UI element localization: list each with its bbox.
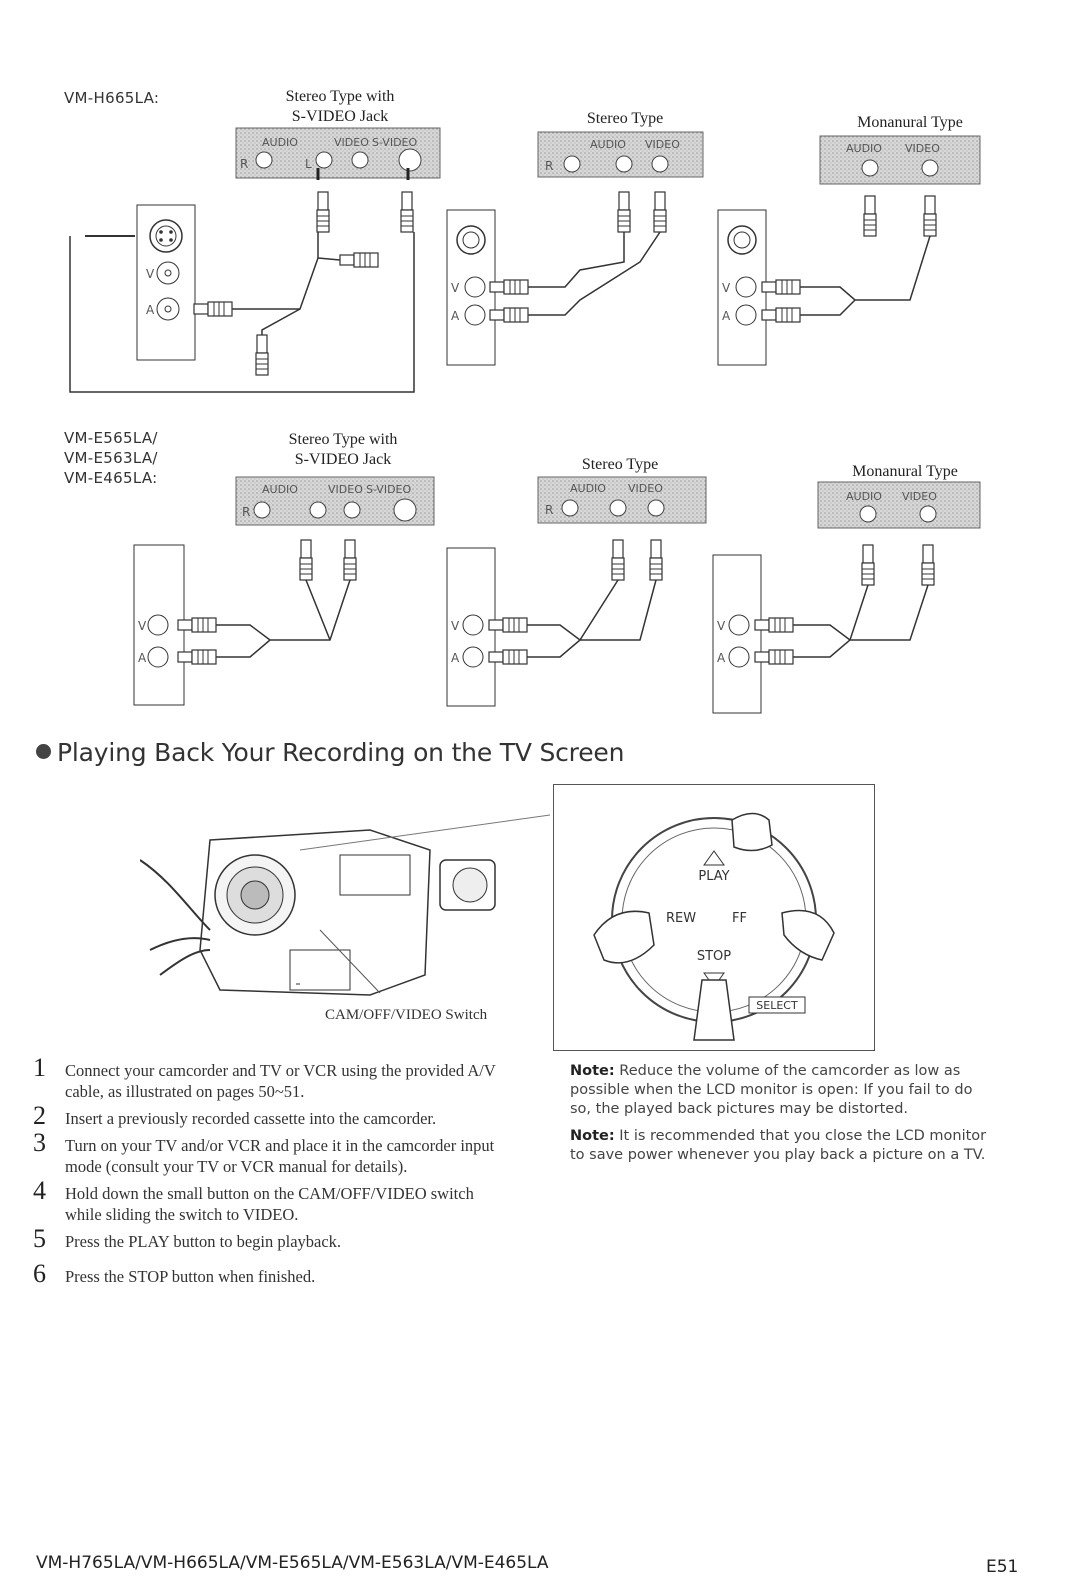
title-stereo-bottom: Stereo Type — [581, 456, 659, 473]
section-heading: Playing Back Your Recording on the TV Sc… — [36, 738, 624, 767]
title-stereo-svideo-top: Stereo Type with S-VIDEO Jack — [285, 88, 395, 125]
svg-text:V: V — [451, 281, 460, 295]
model-line-2: VM-E563LA/ — [64, 449, 158, 467]
model-line-1: VM-E565LA/ — [64, 429, 158, 447]
tv-jack-panel — [537, 476, 707, 524]
notes: Note: Reduce the volume of the camcorder… — [570, 1062, 995, 1173]
model-line-3: VM-E465LA: — [64, 469, 158, 487]
connection-diagrams: AUDIO VIDEO S-VIDEO R L V A AUDIO VIDEO … — [69, 127, 981, 714]
svg-text:STOP: STOP — [697, 949, 731, 964]
svg-text:AUDIO: AUDIO — [590, 138, 626, 151]
svg-text:VIDEO: VIDEO — [905, 142, 940, 155]
svg-text:A: A — [717, 651, 726, 665]
svg-text:S-VIDEO: S-VIDEO — [372, 136, 417, 149]
switch-label: CAM/OFF/VIDEO Switch — [325, 1007, 488, 1023]
svg-text:V: V — [451, 619, 460, 633]
svg-text:A: A — [451, 309, 460, 323]
svg-text:SELECT: SELECT — [756, 999, 798, 1012]
note-power: Note: It is recommended that you close t… — [570, 1128, 987, 1163]
svg-text:VIDEO: VIDEO — [328, 483, 363, 496]
svg-text:AUDIO: AUDIO — [846, 490, 882, 503]
svg-text:AUDIO: AUDIO — [570, 482, 606, 495]
svg-text:PLAY: PLAY — [698, 869, 729, 884]
title-monaural-bottom: Monanural Type — [852, 463, 958, 480]
svg-text:FF: FF — [732, 911, 747, 926]
svg-text:VIDEO: VIDEO — [334, 136, 369, 149]
svg-text:R: R — [545, 503, 553, 517]
svg-text:S-VIDEO: S-VIDEO — [366, 483, 411, 496]
title-stereo-top: Stereo Type — [586, 110, 664, 127]
svg-text:AUDIO: AUDIO — [846, 142, 882, 155]
camcorder-illustration — [140, 814, 551, 996]
bullet-icon — [36, 744, 51, 759]
svg-text:AUDIO: AUDIO — [262, 136, 298, 149]
svg-text:A: A — [451, 651, 460, 665]
svg-text:R: R — [242, 505, 250, 519]
control-dial: PLAY REW FF STOP SELECT — [593, 812, 835, 1041]
svg-text:A: A — [138, 651, 147, 665]
model-label-top: VM-H665LA: — [64, 89, 160, 107]
svg-text:VIDEO: VIDEO — [628, 482, 663, 495]
svg-text:AUDIO: AUDIO — [262, 483, 298, 496]
svg-text:V: V — [138, 619, 147, 633]
svg-text:V: V — [722, 281, 731, 295]
page-number: E51 — [986, 1557, 1019, 1577]
tv-jack-panel — [819, 135, 981, 185]
model-label-bottom: VM-E565LA/ VM-E563LA/ VM-E465LA: — [64, 428, 158, 488]
svg-text:R: R — [545, 159, 553, 173]
note-volume: Note: Reduce the volume of the camcorder… — [570, 1063, 973, 1117]
svg-text:A: A — [146, 303, 155, 317]
title-stereo-svideo-bottom: Stereo Type with S-VIDEO Jack — [288, 431, 398, 468]
svg-text:R: R — [240, 157, 248, 171]
title-monaural-top: Monanural Type — [857, 114, 963, 131]
svg-text:L: L — [305, 157, 312, 171]
svg-text:V: V — [146, 267, 155, 281]
svg-text:V: V — [717, 619, 726, 633]
tv-jack-panel — [817, 481, 981, 529]
svg-text:VIDEO: VIDEO — [902, 490, 937, 503]
svg-text:VIDEO: VIDEO — [645, 138, 680, 151]
footer-models: VM-H765LA/VM-H665LA/VM-E565LA/VM-E563LA/… — [36, 1553, 549, 1573]
svg-text:A: A — [722, 309, 731, 323]
control-inset: PLAY REW FF STOP SELECT — [553, 784, 875, 1051]
svg-text:REW: REW — [666, 911, 696, 926]
